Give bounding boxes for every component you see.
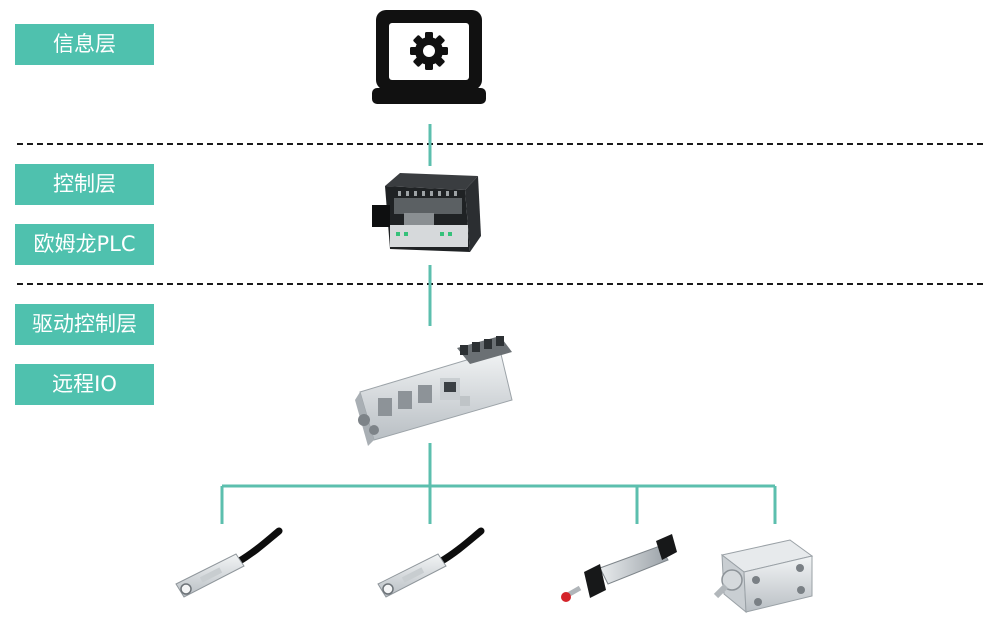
gear-icon <box>410 32 448 70</box>
layer-divider-info-control <box>17 143 983 145</box>
layer-label-drive: 驱动控制层 <box>15 304 154 345</box>
compact-cylinder-icon <box>713 539 814 614</box>
connector-lines <box>220 124 777 524</box>
layer-label-info: 信息层 <box>15 24 154 65</box>
remote-io-module-icon <box>355 336 513 446</box>
layer-label-control: 控制层 <box>15 164 154 205</box>
layer-label-plc: 欧姆龙PLC <box>15 224 154 265</box>
plc-device-icon <box>372 173 481 252</box>
laptop-gear-icon <box>372 10 486 104</box>
magnetic-sensor-icon-2 <box>377 527 485 598</box>
pneumatic-cylinder-icon <box>561 534 677 602</box>
layer-label-remote-io: 远程IO <box>15 364 154 405</box>
magnetic-sensor-icon <box>175 527 283 598</box>
layer-divider-control-drive <box>17 283 983 285</box>
